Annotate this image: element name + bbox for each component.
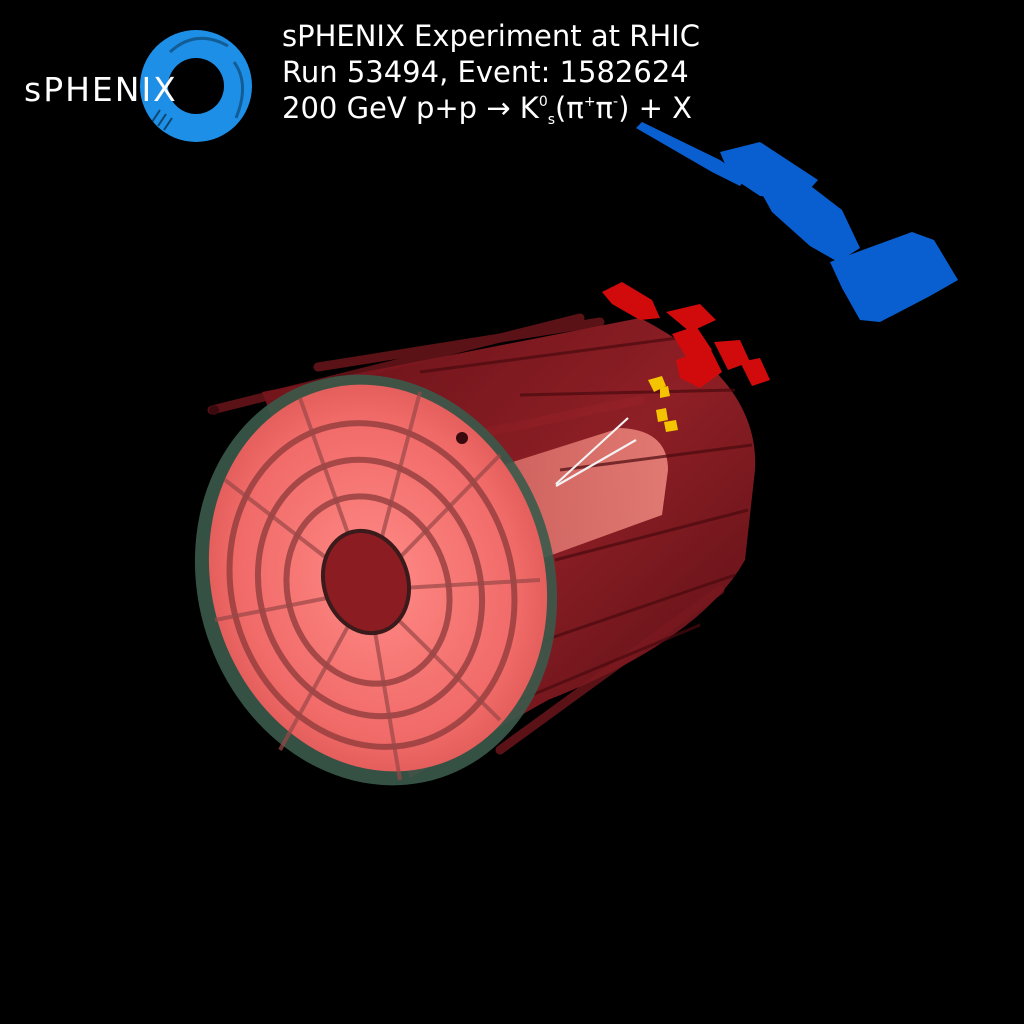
outer-detector-hits <box>636 122 958 322</box>
particle-tracks <box>555 417 637 487</box>
reaction-prefix: 200 GeV p+p → K <box>282 91 539 125</box>
pion-minus-sign: - <box>613 94 619 110</box>
run-event-label: Run 53494, Event: 1582624 <box>282 55 689 89</box>
reaction-suffix: ) + X <box>618 91 692 125</box>
pion-plus-sign: + <box>583 94 596 110</box>
rod-stubs <box>209 405 468 444</box>
pion-open: (π <box>555 91 584 125</box>
pion-second: π <box>595 91 614 125</box>
reaction-label: 200 GeV p+p → K0 s(π+π-) + X <box>282 90 700 132</box>
kaon-subscript: s <box>547 112 556 128</box>
calorimeter-hits <box>602 282 770 388</box>
event-info: sPHENIX Experiment at RHIC Run 53494, Ev… <box>282 18 700 132</box>
experiment-title: sPHENIX Experiment at RHIC <box>282 19 700 53</box>
endcap-rings <box>226 420 518 750</box>
kaon-superscript: 0 <box>538 94 548 110</box>
sphenix-logo: sPHENIX <box>20 22 260 152</box>
logo-ring-icon <box>140 30 252 142</box>
logo-wordmark: sPHENIX <box>24 70 178 109</box>
endcap-hole <box>320 528 412 636</box>
tracker-hits <box>648 376 678 432</box>
